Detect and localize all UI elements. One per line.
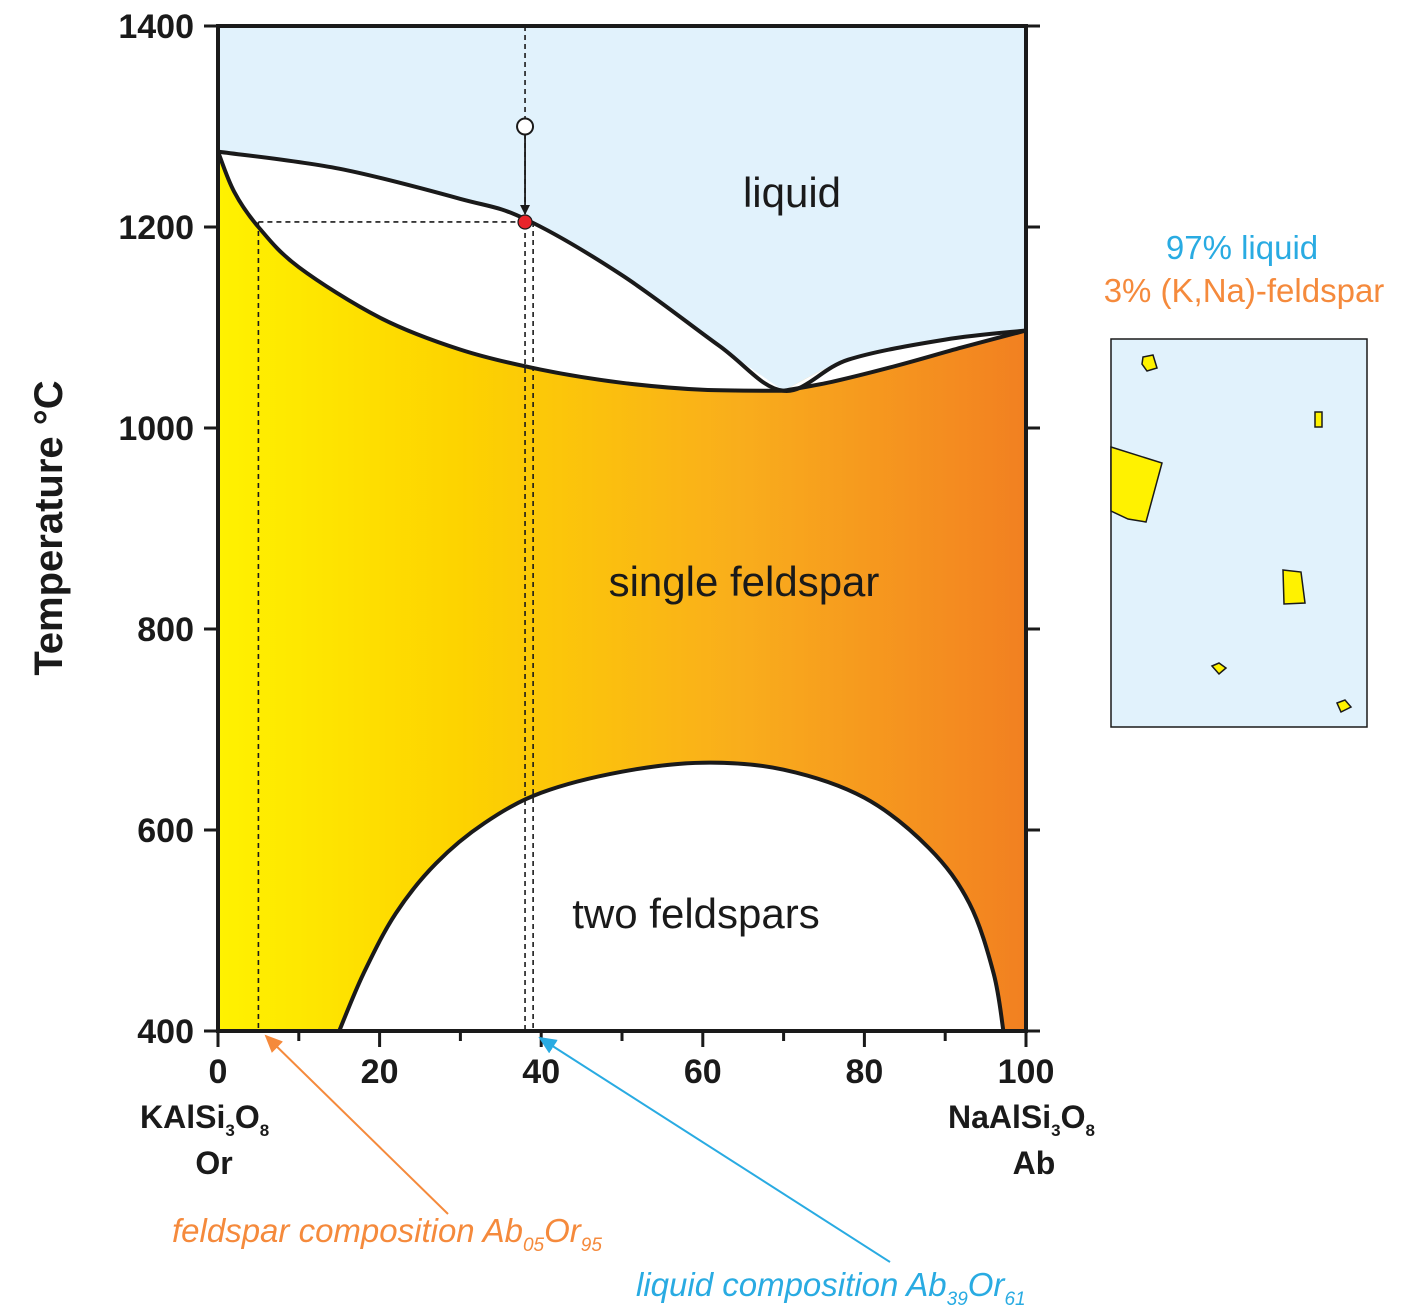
x-tick-label: 100	[998, 1053, 1055, 1091]
y-tick-labels: 400 600 800 1000 1200 1400	[118, 8, 194, 1051]
feldspar-composition-label: feldspar composition Ab05Or95	[172, 1212, 602, 1256]
liquidus-curve	[217, 149, 1027, 393]
legend-feldspar-fraction: 3% (K,Na)-feldspar	[1104, 272, 1385, 309]
two-feldspars-region-label: two feldspars	[572, 890, 819, 937]
y-tick-label: 800	[137, 611, 194, 649]
y-tick-label: 1400	[118, 8, 194, 46]
single-feldspar-region-label: single feldspar	[609, 558, 880, 605]
liquid-region-label: liquid	[743, 169, 841, 216]
x-tick-label: 0	[209, 1053, 228, 1091]
feldspar-crystal	[1314, 411, 1323, 428]
thin-section-panel	[1110, 338, 1368, 728]
left-endmember-formula: KAlSi3O8	[140, 1099, 269, 1140]
x-tick-label: 60	[684, 1053, 722, 1091]
y-tick-label: 1000	[118, 410, 194, 448]
feldspar-crystal	[1282, 569, 1306, 605]
two-feldspars-field	[339, 762, 1004, 1031]
y-axis-title: Temperature °C	[27, 380, 71, 675]
feldspar-crystal	[1335, 699, 1353, 714]
right-endmember-abbr: Ab	[1013, 1145, 1056, 1181]
legend-liquid-fraction: 97% liquid	[1166, 229, 1318, 266]
liquidus-intersection-point	[517, 214, 533, 230]
x-tick-label: 80	[845, 1053, 883, 1091]
x-tick-label: 40	[522, 1053, 560, 1091]
feldspar-composition-arrow	[264, 1034, 449, 1215]
x-tick-labels: 0 20 40 60 80 100	[209, 1053, 1055, 1091]
right-solidus-curve	[783, 328, 1027, 393]
x-tick-label: 20	[361, 1053, 399, 1091]
feldspar-crystal	[1141, 354, 1158, 372]
right-endmember-formula: NaAlSi3O8	[948, 1099, 1095, 1140]
liquid-composition-label: liquid composition Ab39Or61	[636, 1266, 1026, 1306]
left-endmember-abbr: Or	[195, 1145, 232, 1181]
feldspar-crystal	[1210, 662, 1228, 676]
solvus-curve	[337, 760, 1006, 1032]
thin-section-background	[1110, 338, 1368, 728]
liquid-plus-feldspar-field	[218, 151, 784, 391]
solidus-curve	[216, 150, 784, 393]
y-tick-label: 600	[137, 812, 194, 850]
starting-melt-point	[516, 117, 535, 136]
y-tick-label: 400	[137, 1013, 194, 1051]
feldspar-crystal	[1110, 445, 1163, 523]
liquid-composition-arrow	[538, 1036, 891, 1263]
y-tick-label: 1200	[118, 209, 194, 247]
axis-ticks	[204, 24, 1040, 1047]
dashed-guide-lines	[257, 26, 534, 1031]
